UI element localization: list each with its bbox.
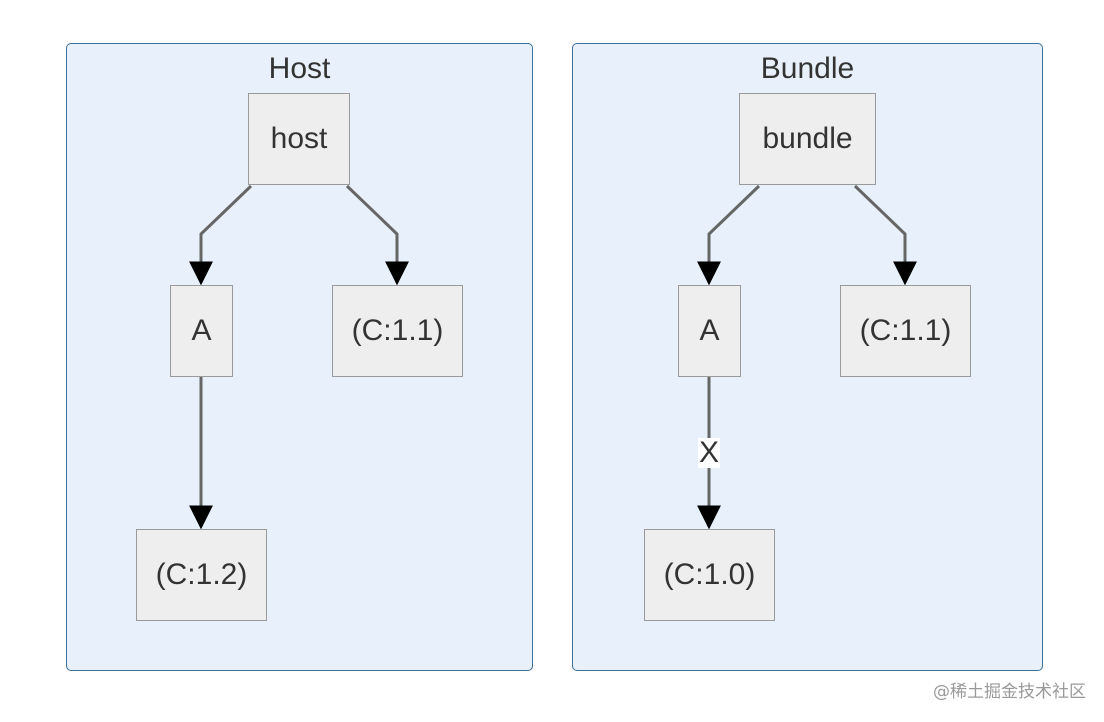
host-c-right-node: (C:1.1) — [332, 285, 463, 377]
bundle-c-right-node: (C:1.1) — [840, 285, 971, 377]
host-c-bottom-node: (C:1.2) — [136, 529, 267, 621]
host-group-title: Host — [268, 52, 331, 85]
edge-host-to-c-right — [345, 184, 409, 286]
bundle-a-node: A — [678, 285, 741, 377]
host-root-node: host — [248, 93, 350, 185]
host-root-label: host — [270, 122, 328, 155]
bundle-c-bottom-node: (C:1.0) — [644, 529, 775, 621]
host-c-bottom-label: (C:1.2) — [155, 558, 248, 591]
edge-bundle-to-c-right — [853, 184, 917, 286]
bundle-c-right-label: (C:1.1) — [859, 314, 952, 347]
watermark-text: @稀土掘金技术社区 — [933, 682, 1086, 702]
bundle-c-bottom-label: (C:1.0) — [663, 558, 756, 591]
bundle-edge-label: X — [698, 436, 721, 469]
bundle-a-label: A — [699, 314, 720, 347]
bundle-group-title: Bundle — [760, 52, 855, 85]
edge-bundle-to-a — [697, 184, 761, 286]
bundle-root-node: bundle — [739, 93, 876, 185]
host-c-right-label: (C:1.1) — [351, 314, 444, 347]
host-a-label: A — [191, 314, 212, 347]
host-a-node: A — [170, 285, 233, 377]
edge-host-to-a — [189, 184, 253, 286]
bundle-root-label: bundle — [762, 122, 853, 155]
